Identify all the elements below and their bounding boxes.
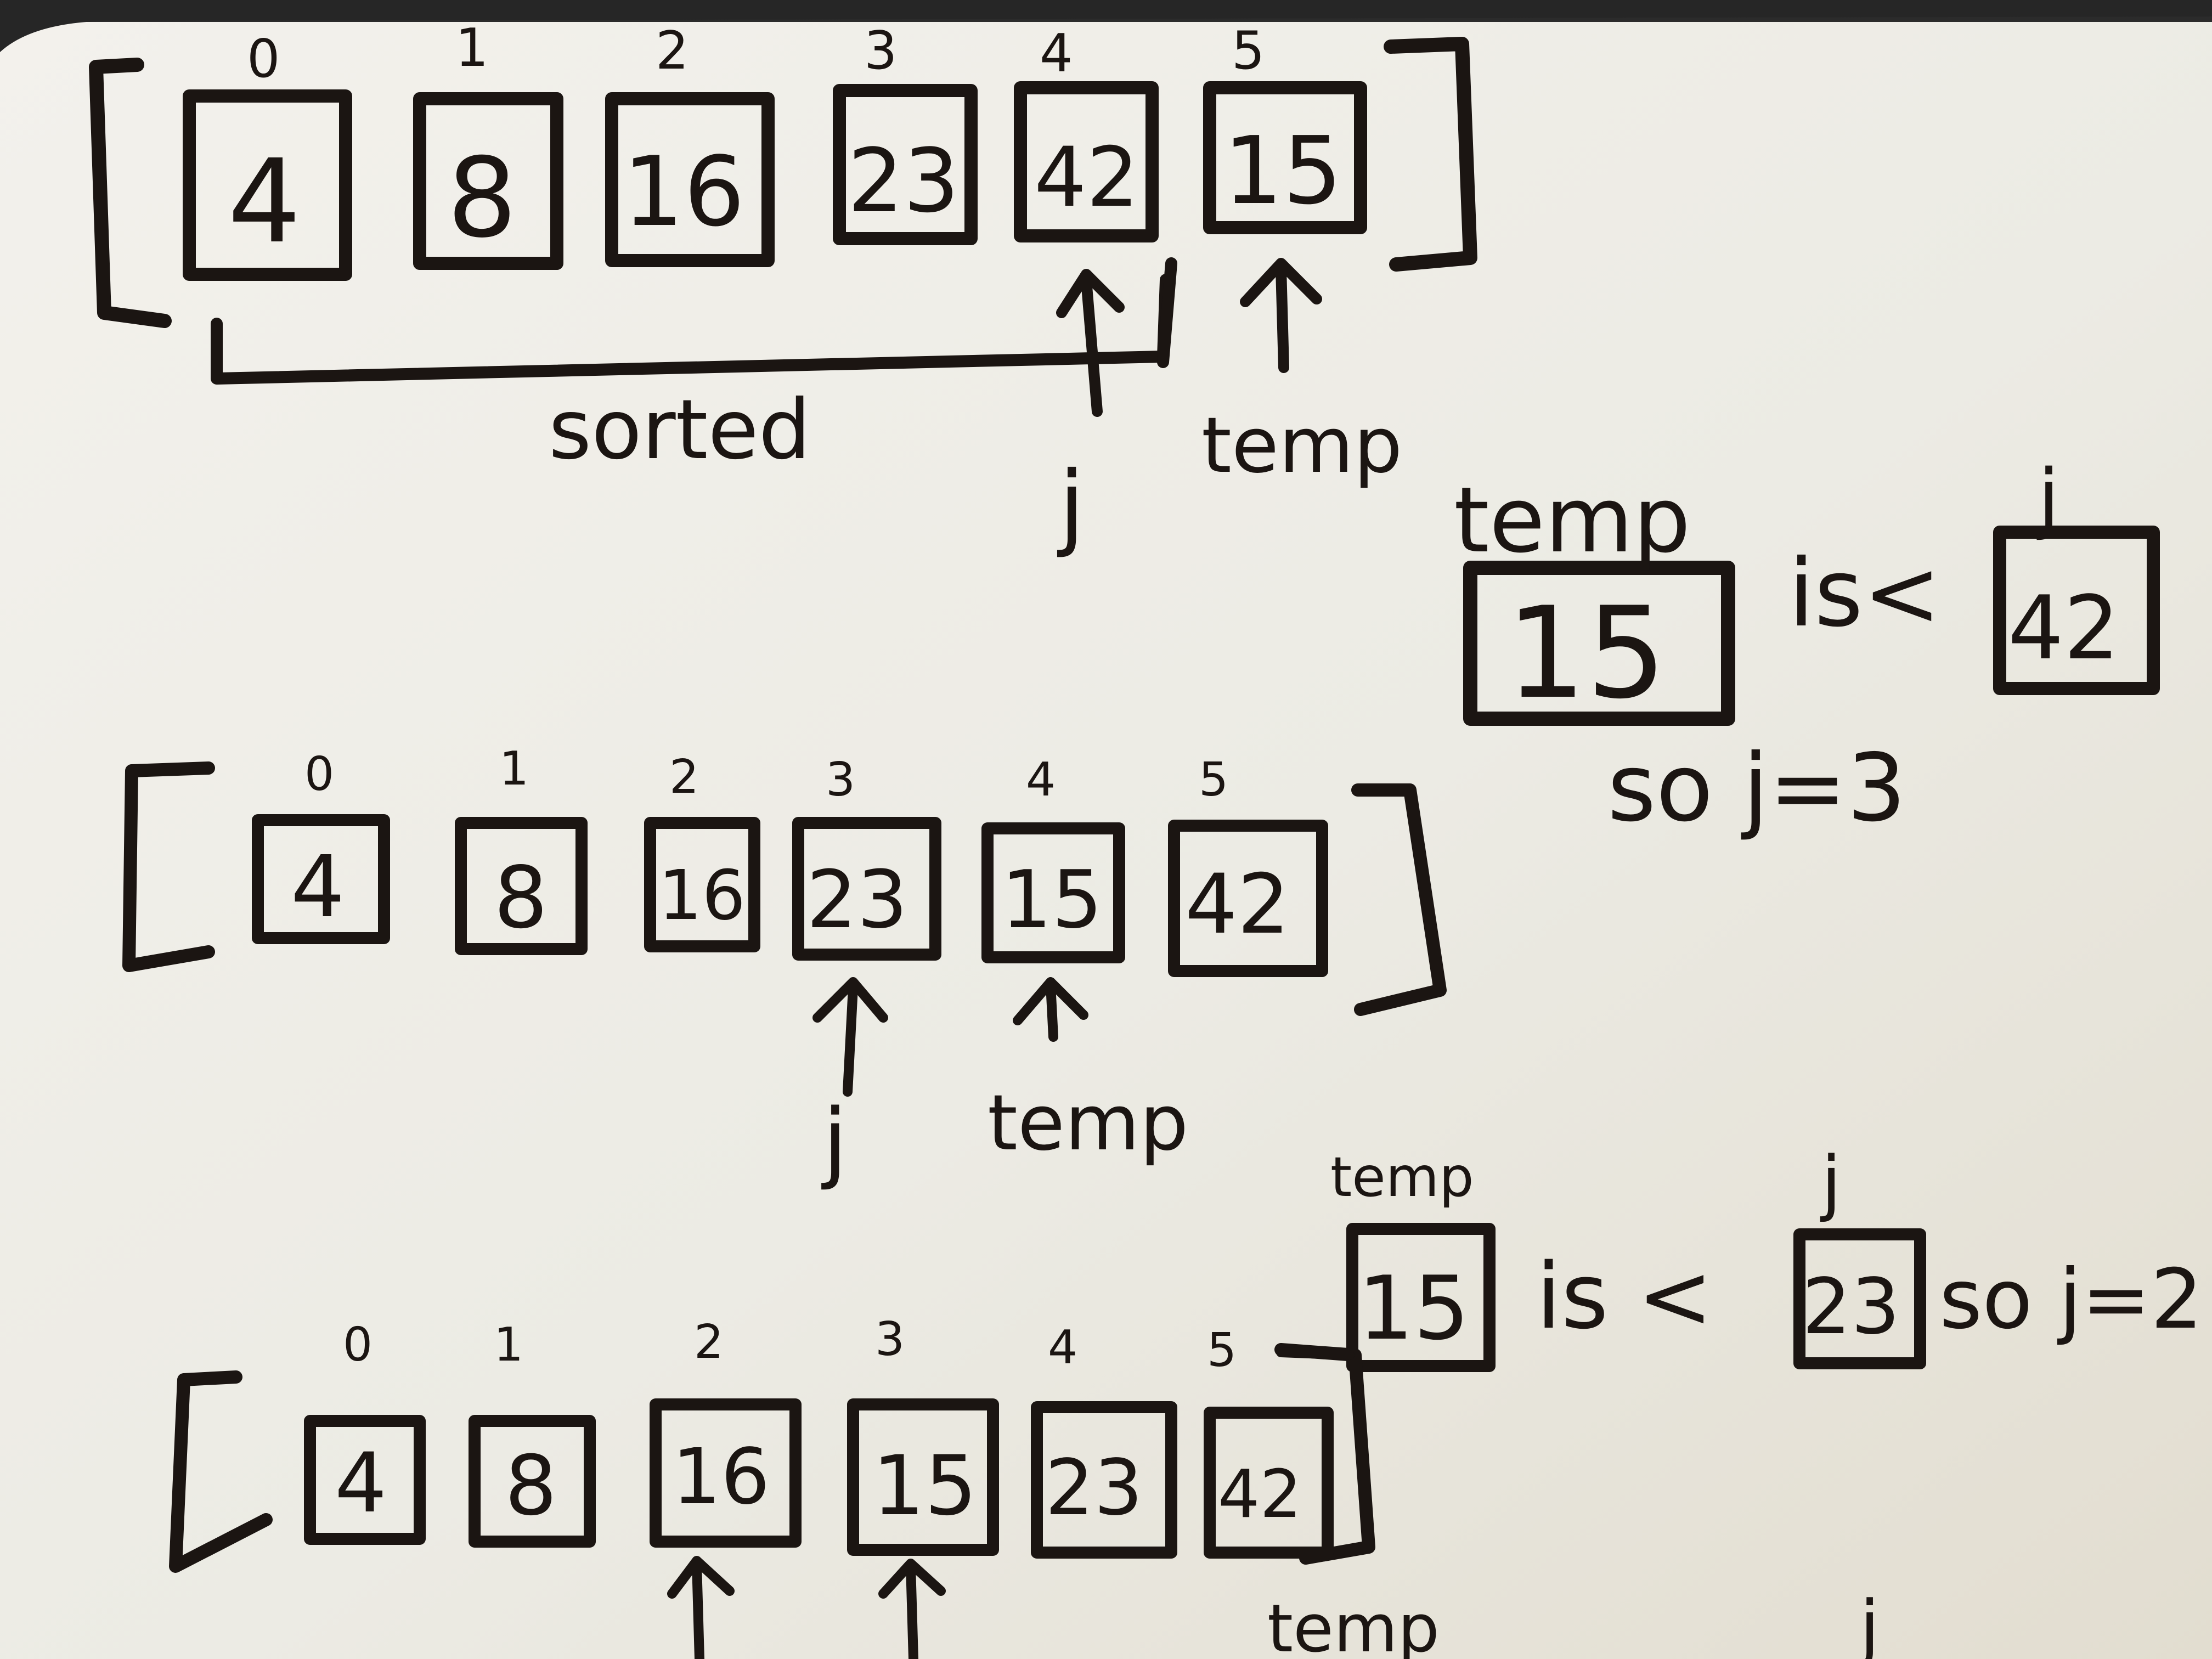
row1-index-2: 2 bbox=[656, 21, 689, 81]
row2-index-1: 1 bbox=[499, 742, 529, 796]
row3-index-4: 4 bbox=[1048, 1321, 1077, 1375]
row1-value-0: 4 bbox=[228, 134, 301, 269]
row2-array: 0 1 2 3 4 5 4 8 16 23 15 42 j temp bbox=[122, 742, 1447, 1192]
row1-sorted-label: sorted bbox=[549, 382, 811, 478]
note2-temp-value: 15 bbox=[1358, 1257, 1470, 1359]
row1-value-3: 23 bbox=[848, 129, 960, 232]
row3-value-4: 23 bbox=[1045, 1443, 1143, 1533]
row3-temp-label: temp bbox=[1267, 1591, 1440, 1659]
row2-value-1: 8 bbox=[494, 848, 548, 947]
note1-j-label: j bbox=[2036, 453, 2059, 543]
row3-index-0: 0 bbox=[343, 1318, 373, 1372]
note2-conclusion: so j=2 bbox=[1939, 1252, 2203, 1347]
row1-index-5: 5 bbox=[1232, 21, 1265, 81]
row3-value-1: 8 bbox=[505, 1438, 557, 1534]
row3-value-5: 42 bbox=[1218, 1457, 1302, 1533]
board-top-edge bbox=[0, 0, 2212, 52]
note2-temp-label: temp bbox=[1330, 1145, 1474, 1209]
row2-index-4: 4 bbox=[1026, 753, 1056, 807]
row1-index-4: 4 bbox=[1040, 24, 1073, 84]
row2-index-5: 5 bbox=[1199, 753, 1228, 807]
note1-is-less: is< bbox=[1788, 539, 1941, 648]
row1-j-label: j bbox=[1057, 452, 1085, 560]
note2-j-label: j bbox=[1820, 1141, 1841, 1224]
note2-comparison: temp 15 is < j 23 so j=2 bbox=[1330, 1141, 2203, 1372]
row2-value-5: 42 bbox=[1185, 857, 1290, 952]
row1-value-5: 15 bbox=[1223, 117, 1342, 225]
note1-temp-label: temp bbox=[1454, 467, 1691, 573]
note1-conclusion: so j=3 bbox=[1607, 734, 1906, 843]
note1-j-value: 42 bbox=[2008, 577, 2120, 679]
row3-index-2: 2 bbox=[694, 1315, 724, 1369]
row2-value-4: 15 bbox=[1001, 854, 1103, 946]
row1-array: 0 1 2 3 4 5 4 8 16 23 42 15 sorted j tem… bbox=[89, 18, 1477, 560]
row2-j-label: j bbox=[821, 1090, 847, 1192]
row1-index-0: 0 bbox=[247, 29, 280, 89]
row2-temp-label: temp bbox=[988, 1079, 1188, 1168]
note1-comparison: temp 15 is< j 42 so j=3 bbox=[1454, 453, 2160, 843]
row3-value-0: 4 bbox=[335, 1436, 387, 1531]
row3-index-1: 1 bbox=[494, 1318, 523, 1372]
row1-temp-label: temp bbox=[1201, 401, 1402, 490]
row2-value-2: 16 bbox=[658, 856, 746, 935]
row2-value-0: 4 bbox=[291, 837, 345, 936]
row3-index-5: 5 bbox=[1207, 1323, 1237, 1378]
note2-j-value: 23 bbox=[1802, 1262, 1900, 1352]
row2-value-3: 23 bbox=[806, 854, 908, 946]
row1-value-1: 8 bbox=[447, 134, 517, 262]
row1-index-1: 1 bbox=[455, 18, 488, 78]
row3-j-label: j bbox=[1858, 1585, 1880, 1659]
note2-is-less: is < bbox=[1536, 1244, 1713, 1349]
row2-index-2: 2 bbox=[669, 750, 699, 804]
row3-index-3: 3 bbox=[875, 1312, 905, 1367]
row1-index-3: 3 bbox=[864, 21, 897, 81]
row3-value-3: 15 bbox=[872, 1438, 977, 1534]
row3-value-2: 16 bbox=[672, 1432, 770, 1522]
row1-value-2: 16 bbox=[623, 137, 745, 248]
row3-array: 0 1 2 3 4 5 4 8 16 15 23 42 temp j bbox=[169, 1312, 1880, 1659]
note1-temp-value: 15 bbox=[1506, 580, 1667, 727]
row2-index-3: 3 bbox=[826, 753, 855, 807]
row2-index-0: 0 bbox=[304, 747, 334, 802]
row1-value-4: 42 bbox=[1034, 130, 1139, 225]
